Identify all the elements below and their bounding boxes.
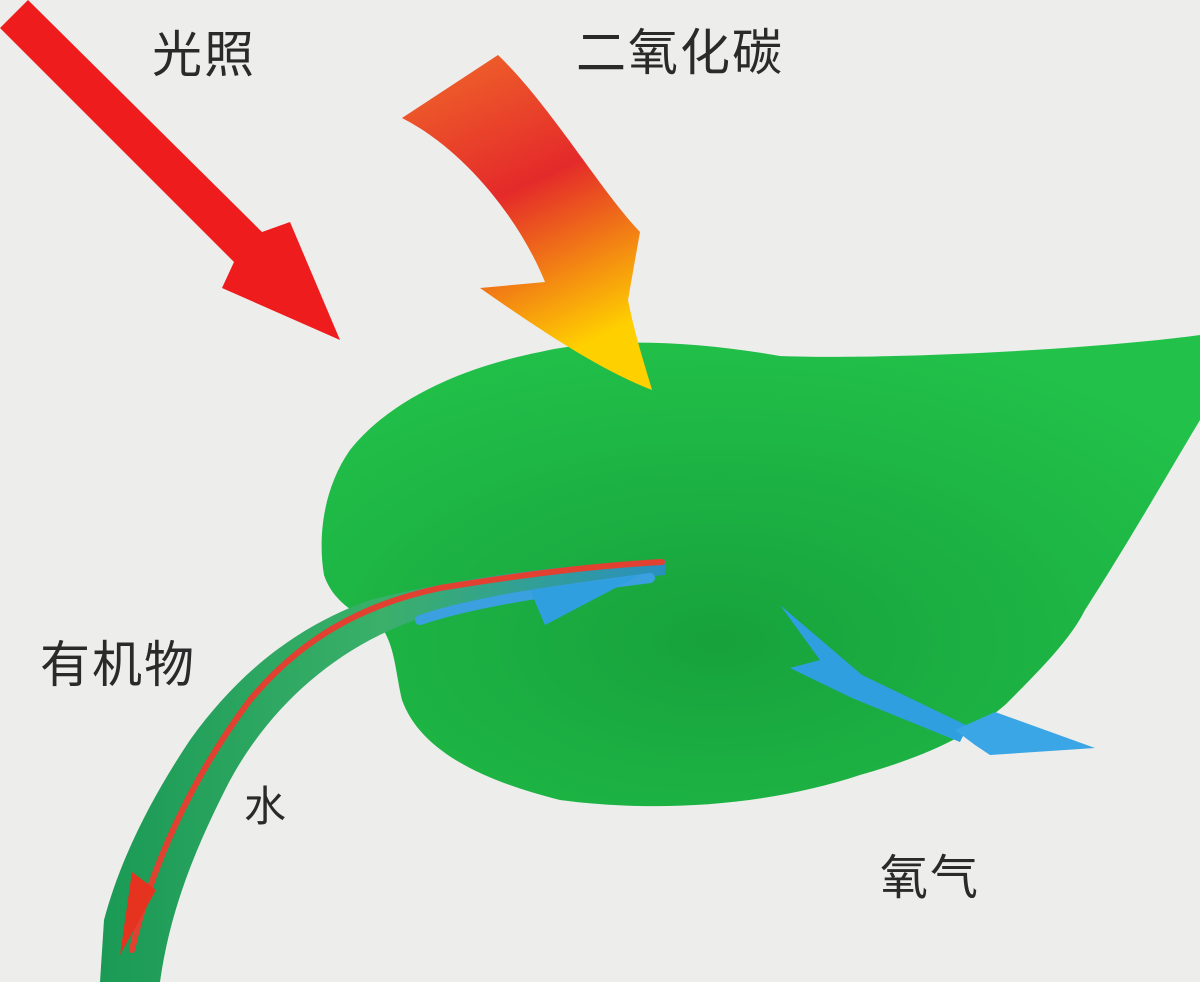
co2-arrow — [402, 55, 652, 390]
light-arrow — [0, 0, 340, 340]
oxygen-label: 氧气 — [880, 850, 981, 906]
oxygen-arrow-shaft — [780, 605, 968, 742]
carbon-dioxide-label: 二氧化碳 — [576, 24, 784, 82]
organic-arrowhead — [120, 872, 156, 955]
oxygen-arrowhead — [955, 712, 1095, 755]
stem — [100, 560, 665, 982]
light-label: 光照 — [152, 26, 256, 84]
organic-channel — [129, 559, 665, 953]
water-arrowhead — [530, 575, 640, 625]
organic-matter-label: 有机物 — [40, 636, 196, 694]
leaf — [321, 335, 1200, 807]
water-label: 水 — [244, 782, 289, 831]
